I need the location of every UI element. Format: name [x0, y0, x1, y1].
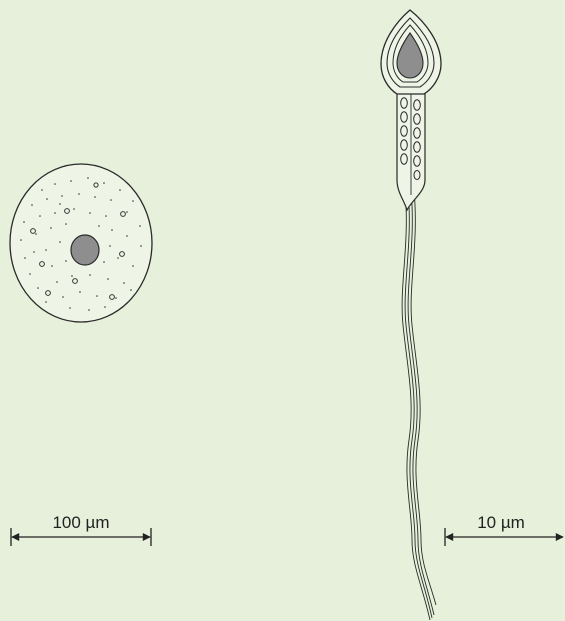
egg-scale-bar: 100 µm [11, 513, 151, 546]
sperm-scale-bar: 10 µm [445, 513, 563, 546]
egg-scale-bar-label: 100 µm [52, 513, 109, 532]
egg-cell [10, 164, 152, 322]
egg-cell-nucleus [71, 235, 99, 265]
sperm-tail [402, 190, 436, 620]
sperm-scale-bar-label: 10 µm [477, 513, 525, 532]
sperm-cell [381, 10, 441, 620]
